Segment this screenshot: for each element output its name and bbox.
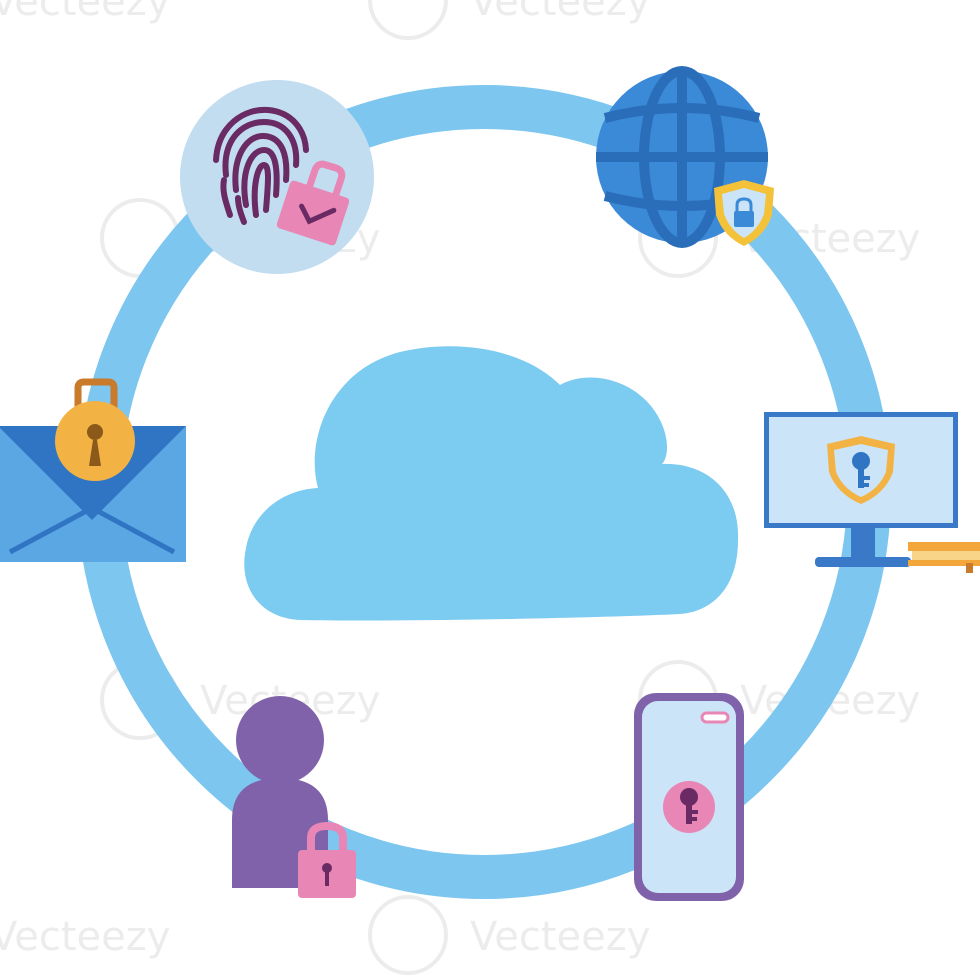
cloud-icon	[244, 346, 739, 621]
globe-shield-icon	[596, 66, 774, 248]
phone-key-icon	[634, 693, 744, 901]
fingerprint-lock-icon	[180, 80, 374, 274]
watermark-text: Vecteezy	[470, 0, 650, 25]
monitor-shield-icon	[764, 412, 980, 573]
watermark-text: Vecteezy	[0, 914, 170, 960]
watermark-text: Vecteezy	[0, 0, 170, 25]
person-lock-icon	[232, 696, 356, 898]
watermark-text: Vecteezy	[470, 914, 650, 960]
envelope-lock-icon	[0, 378, 186, 562]
